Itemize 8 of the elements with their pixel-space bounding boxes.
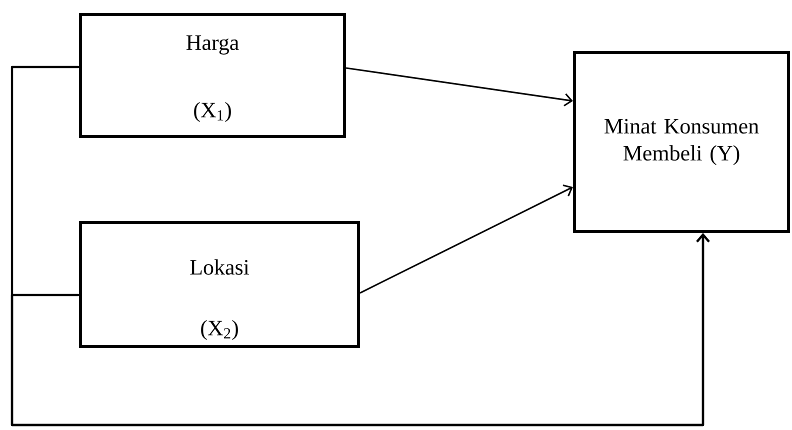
box-label: (X$_{2}$) <box>201 320 238 340</box>
arrow <box>10 233 710 426</box>
box-label: Harga <box>186 35 239 55</box>
arrow <box>346 67 573 106</box>
box-label: Minat Konsumen Membeli (Y) <box>604 118 759 166</box>
box-label: Lokasi <box>190 259 250 275</box>
box-label: (X$_{1}$) <box>194 102 231 122</box>
arrow <box>360 184 573 294</box>
